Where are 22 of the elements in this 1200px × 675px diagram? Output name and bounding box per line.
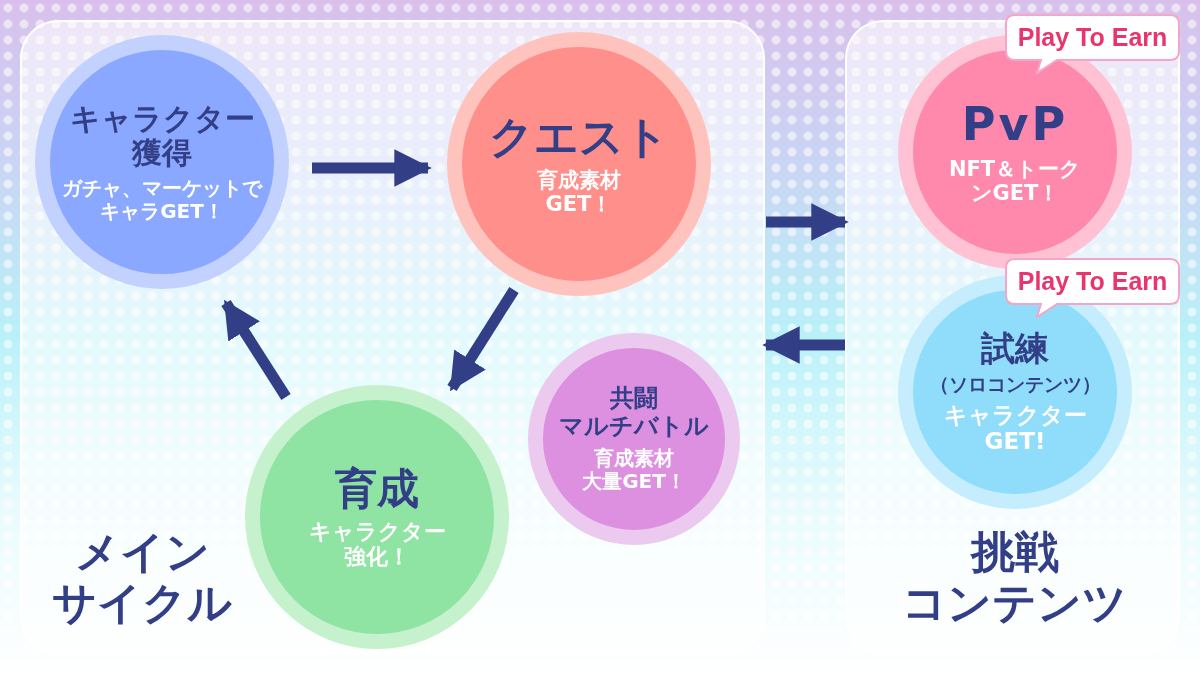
circle-heading: PvP [961, 98, 1069, 152]
circle-text: 育成素材GET！ [537, 168, 621, 217]
circle-heading: キャラクター獲得 [69, 101, 255, 171]
arrow [221, 299, 291, 400]
circle-text: NFT＆トークンGET！ [948, 157, 1082, 206]
bubble-label: Play To Earn [1016, 22, 1169, 53]
circle-text: キャラクター強化！ [308, 518, 446, 570]
circle-heading: 共闘マルチバトル [559, 385, 709, 441]
arrow [447, 287, 519, 392]
panel-heading: メインサイクル [51, 527, 233, 629]
circle-text: ガチャ、マーケットでキャラGET！ [62, 176, 262, 223]
circle-heading: クエスト [489, 111, 669, 163]
arrow [762, 326, 845, 364]
panel-heading: 挑戦コンテンツ [901, 527, 1128, 629]
circle-heading: 試練 [981, 329, 1049, 369]
circle-text: キャラクターGET! [943, 402, 1087, 455]
bubble-label: Play To Earn [1016, 266, 1169, 297]
circle-text: 育成素材大量GET！ [582, 446, 686, 493]
arrow [312, 149, 432, 187]
circle-heading: 育成 [335, 464, 419, 513]
circle-subheading: （ソロコンテンツ） [929, 374, 1101, 397]
arrow [766, 203, 849, 241]
